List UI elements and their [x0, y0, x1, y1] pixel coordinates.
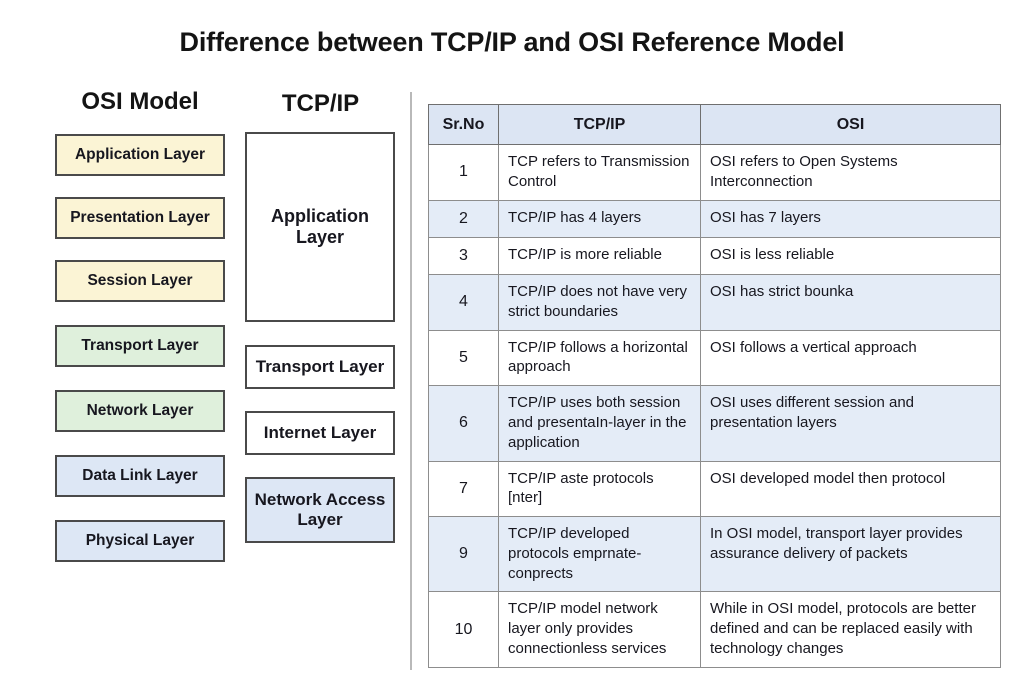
- cell-tcpip: TCP/IP does not have very strict boundar…: [498, 273, 701, 331]
- tcpip-layer-application[interactable]: Application Layer: [245, 132, 395, 322]
- table-header-row: Sr.No TCP/IP OSI: [428, 103, 1001, 146]
- page-title: Difference between TCP/IP and OSI Refere…: [179, 27, 845, 57]
- column-header-sr-no: Sr.No: [428, 103, 499, 146]
- table-row: 5 TCP/IP follows a horizontal approach O…: [428, 329, 1001, 387]
- cell-sr-no: 4: [428, 273, 499, 331]
- column-header-tcpip: TCP/IP: [498, 103, 701, 146]
- osi-layer-network[interactable]: Network Layer: [55, 390, 225, 432]
- cell-sr-no: 7: [428, 460, 499, 518]
- table-row: 10 TCP/IP model network layer only provi…: [428, 591, 1001, 668]
- cell-tcpip: TCP/IP aste protocols [nter]: [498, 460, 701, 518]
- vertical-divider: [410, 92, 412, 670]
- comparison-table: Sr.No TCP/IP OSI 1 TCP refers to Transmi…: [428, 103, 1001, 668]
- cell-tcpip: TCP/IP uses both session and presentaIn-…: [498, 385, 701, 462]
- cell-sr-no: 6: [428, 385, 499, 462]
- cell-sr-no: 10: [428, 591, 499, 668]
- cell-osi: OSI is less reliable: [700, 236, 1001, 275]
- table-row: 9 TCP/IP developed protocols emprnate-co…: [428, 516, 1001, 593]
- cell-sr-no: 2: [428, 199, 499, 238]
- tcpip-layer-internet[interactable]: Internet Layer: [245, 411, 395, 455]
- layer-stack-diagram: OSI Model TCP/IP Application Layer Prese…: [0, 88, 410, 678]
- tcpip-heading: TCP/IP: [281, 90, 360, 117]
- cell-tcpip: TCP/IP model network layer only provides…: [498, 591, 701, 668]
- osi-layer-application[interactable]: Application Layer: [55, 134, 225, 176]
- table-row: 1 TCP refers to Transmission Control OSI…: [428, 144, 1001, 201]
- cell-sr-no: 9: [428, 516, 499, 593]
- osi-layer-data-link[interactable]: Data Link Layer: [55, 455, 225, 497]
- cell-sr-no: 5: [428, 329, 499, 387]
- osi-layer-session[interactable]: Session Layer: [55, 260, 225, 302]
- cell-sr-no: 3: [428, 236, 499, 275]
- table-row: 2 TCP/IP has 4 layers OSI has 7 layers: [428, 199, 1001, 238]
- osi-layer-presentation[interactable]: Presentation Layer: [55, 197, 225, 239]
- tcpip-layer-network-access[interactable]: Network Access Layer: [245, 477, 395, 543]
- cell-osi: OSI has 7 layers: [700, 199, 1001, 238]
- cell-osi: OSI uses different session and presentat…: [700, 385, 1001, 462]
- cell-tcpip: TCP/IP has 4 layers: [498, 199, 701, 238]
- cell-tcpip: TCP/IP follows a horizontal approach: [498, 329, 701, 387]
- cell-osi: OSI follows a vertical approach: [700, 329, 1001, 387]
- column-header-osi: OSI: [700, 103, 1001, 146]
- tcpip-layer-transport[interactable]: Transport Layer: [245, 345, 395, 389]
- osi-layer-physical[interactable]: Physical Layer: [55, 520, 225, 562]
- table-row: 6 TCP/IP uses both session and presentaI…: [428, 385, 1001, 462]
- cell-tcpip: TCP refers to Transmission Control: [498, 144, 701, 201]
- cell-sr-no: 1: [428, 144, 499, 201]
- cell-tcpip: TCP/IP is more reliable: [498, 236, 701, 275]
- table-row: 4 TCP/IP does not have very strict bound…: [428, 273, 1001, 331]
- table-row: 3 TCP/IP is more reliable OSI is less re…: [428, 236, 1001, 275]
- cell-osi: In OSI model, transport layer provides a…: [700, 516, 1001, 593]
- cell-tcpip: TCP/IP developed protocols emprnate-conp…: [498, 516, 701, 593]
- osi-model-heading: OSI Model: [81, 88, 199, 115]
- osi-layer-transport[interactable]: Transport Layer: [55, 325, 225, 367]
- cell-osi: OSI developed model then protocol: [700, 460, 1001, 518]
- cell-osi: OSI refers to Open Systems Interconnecti…: [700, 144, 1001, 201]
- table-row: 7 TCP/IP aste protocols [nter] OSI devel…: [428, 460, 1001, 518]
- cell-osi: While in OSI model, protocols are better…: [700, 591, 1001, 668]
- cell-osi: OSI has strict bounka: [700, 273, 1001, 331]
